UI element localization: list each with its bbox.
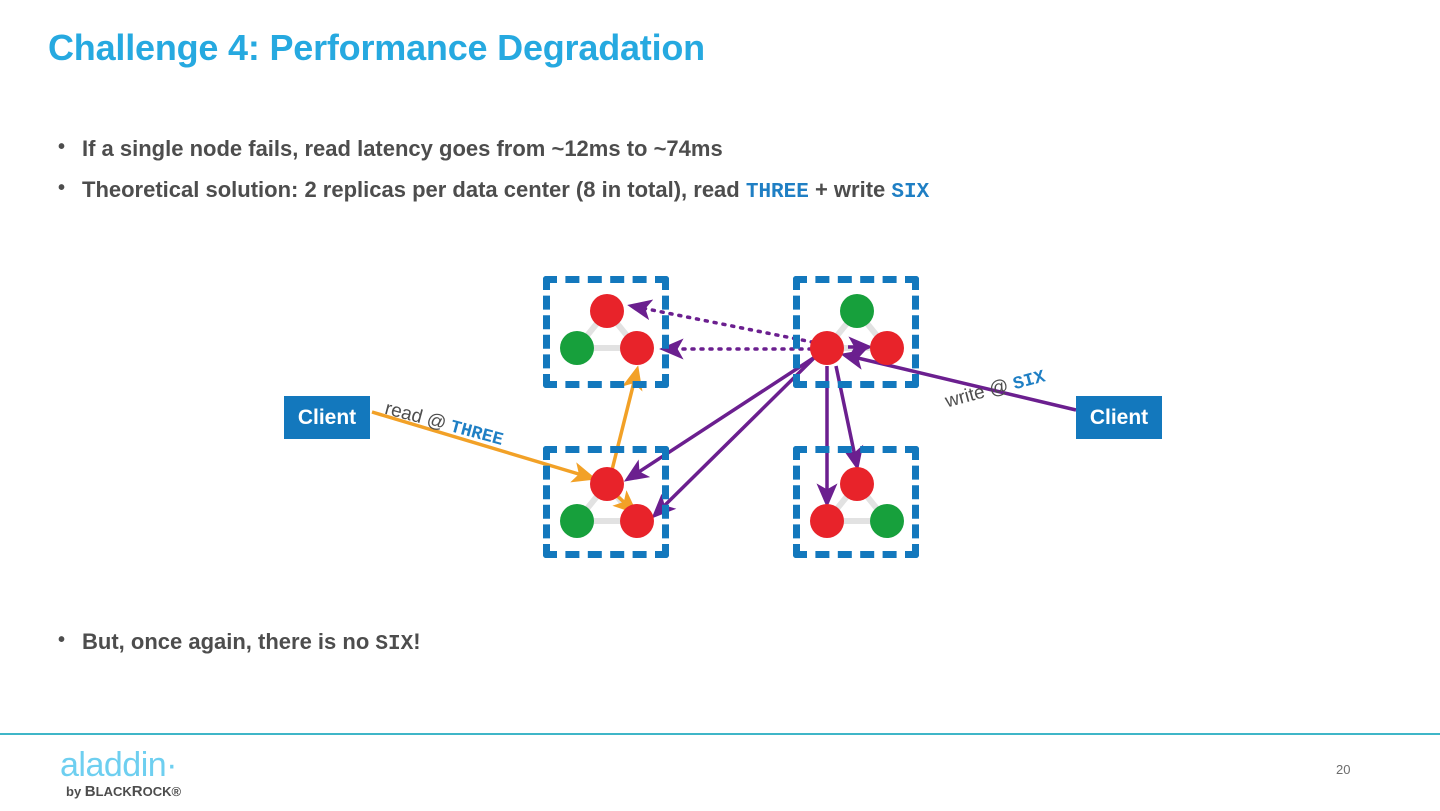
logo-byline-lack: LACK — [95, 784, 132, 799]
edge-label-read-prefix: read @ — [382, 398, 454, 436]
bullet-text: If a single node fails, read latency goe… — [82, 133, 723, 164]
logo-byline-ock: OCK — [142, 784, 172, 799]
client-label: Client — [297, 405, 357, 429]
bullet-text-segment: Theoretical solution: 2 replicas per dat… — [82, 177, 746, 203]
arrow-read-client-to-coordinator — [371, 410, 597, 483]
edge-label-write: write @ SIX — [943, 366, 1048, 414]
ring-links-nw — [574, 308, 640, 351]
consistency-level-six: SIX — [375, 633, 414, 656]
consistency-level-three: THREE — [745, 181, 809, 205]
arrow-hub-to-nw-top-dotted — [627, 299, 824, 346]
bullet-item: • Theoretical solution: 2 replicas per d… — [52, 174, 929, 208]
client-box-right: Client — [1076, 396, 1162, 439]
node-ne-coordinator — [810, 331, 844, 365]
aladdin-logo: aladdin· by BLACKROCK® — [60, 748, 181, 799]
arrow-read-to-nw-replica — [610, 365, 643, 471]
consistency-level-six: SIX — [891, 181, 930, 205]
bullet-list-top: • If a single node fails, read latency g… — [52, 133, 929, 218]
logo-byline-r: R — [131, 783, 143, 800]
bullet-text-segment: ! — [413, 629, 421, 654]
edge-label-read: read @ THREE — [382, 398, 506, 451]
ring-links-sw — [574, 481, 640, 524]
logo-byline-b: B — [84, 783, 96, 800]
edge-label-write-consistency: SIX — [1011, 367, 1048, 396]
arrow-hub-to-sw-bottom — [651, 356, 816, 519]
node-nw-bottom-left — [560, 331, 594, 365]
data-center-northwest — [543, 276, 669, 388]
arrow-read-to-sw-replica — [612, 490, 638, 515]
data-center-northeast — [793, 276, 919, 388]
edge-label-write-prefix: write @ — [943, 373, 1017, 413]
page-number: 20 — [1336, 762, 1351, 777]
node-se-bottom-right — [870, 504, 904, 538]
bullet-marker: • — [58, 136, 66, 158]
bullet-marker: • — [58, 629, 66, 651]
ring-links-ne — [824, 308, 890, 351]
bullet-item: • If a single node fails, read latency g… — [52, 133, 929, 164]
logo-byline: by BLACKROCK® — [66, 784, 181, 799]
data-center-southeast — [793, 446, 919, 558]
bullet-text-segment: But, once again, there is no — [82, 629, 376, 654]
bullet-item: • But, once again, there is no SIX! — [52, 626, 421, 660]
bullet-text: But, once again, there is no SIX! — [82, 626, 421, 660]
arrow-hub-to-se-top — [834, 365, 864, 471]
node-nw-top — [590, 294, 624, 328]
arrow-hub-to-sw-top — [623, 353, 819, 482]
node-sw-bottom-right — [620, 504, 654, 538]
logo-byline-prefix: by — [66, 784, 85, 799]
footer-divider — [0, 733, 1440, 735]
bullet-text-segment: If a single node fails, read latency goe… — [82, 136, 723, 161]
bullet-text: Theoretical solution: 2 replicas per dat… — [82, 174, 929, 208]
node-se-bottom-left — [810, 504, 844, 538]
node-sw-bottom-left — [560, 504, 594, 538]
arrow-write-client-to-coordinator — [840, 349, 1077, 412]
node-ne-top — [840, 294, 874, 328]
node-nw-bottom-right — [620, 331, 654, 365]
node-ne-bottom-right — [870, 331, 904, 365]
node-sw-coordinator — [590, 467, 624, 501]
registered-mark-icon: ® — [171, 784, 182, 799]
data-center-southwest — [543, 446, 669, 558]
bullet-marker: • — [58, 177, 66, 200]
logo-wordmark: aladdin· — [60, 746, 177, 784]
bullet-list-bottom: • But, once again, there is no SIX! — [52, 626, 421, 670]
client-label: Client — [1089, 405, 1149, 429]
client-box-left: Client — [284, 396, 370, 439]
edge-label-read-consistency: THREE — [447, 417, 506, 451]
ring-links-se — [824, 481, 890, 524]
node-se-top — [840, 467, 874, 501]
page-title: Challenge 4: Performance Degradation — [48, 27, 705, 68]
bullet-text-segment: + write — [808, 177, 892, 203]
